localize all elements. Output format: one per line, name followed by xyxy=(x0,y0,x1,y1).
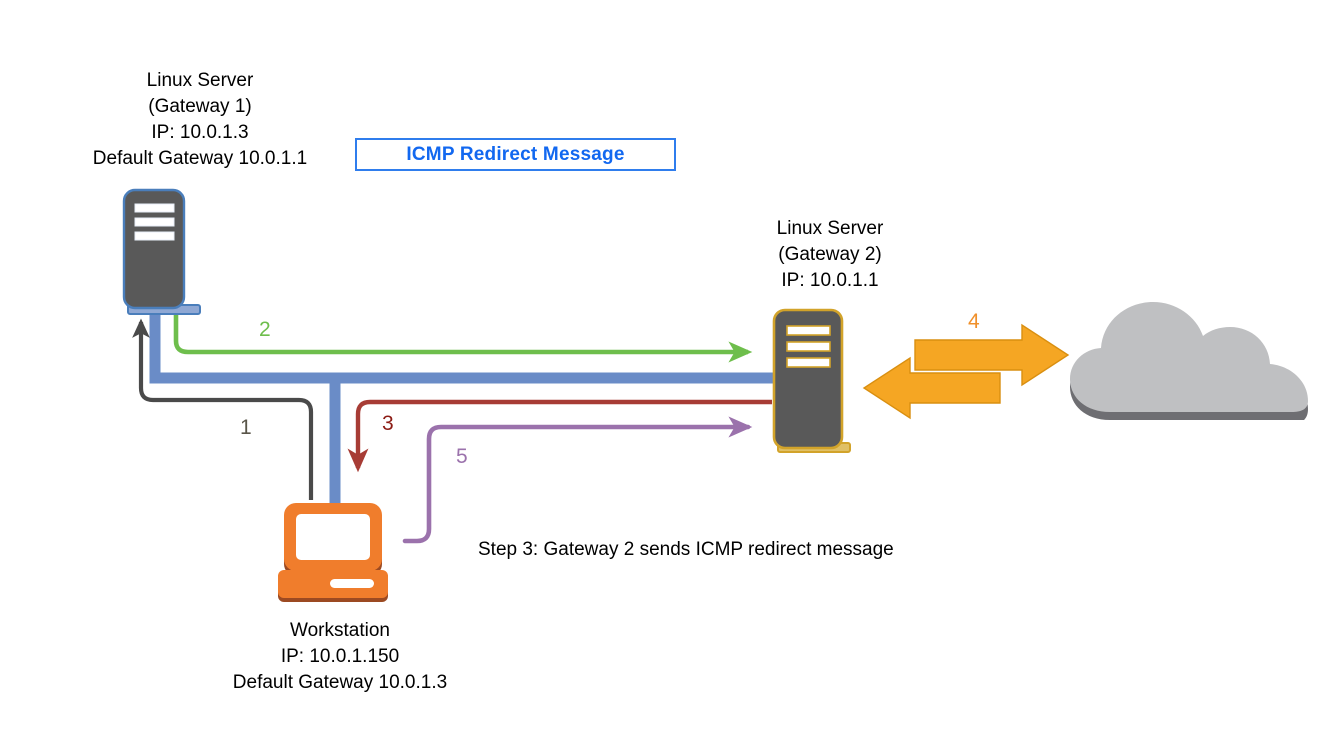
flow-4-arrow-right xyxy=(914,323,1070,387)
workstation-icon[interactable] xyxy=(278,503,388,602)
flow-number-5: 5 xyxy=(456,445,468,468)
flow-3-path xyxy=(347,399,772,473)
icmp-redirect-callout: ICMP Redirect Message xyxy=(355,138,676,171)
flow-number-1: 1 xyxy=(240,416,252,439)
server-icon-gateway2[interactable] xyxy=(772,308,851,453)
node-label-workstation: Workstation IP: 10.0.1.150 Default Gatew… xyxy=(232,620,448,693)
flow-1-path xyxy=(132,318,314,500)
flow-number-3: 3 xyxy=(382,412,394,435)
cloud-icon xyxy=(1070,302,1308,420)
flow-4-arrow-left xyxy=(862,356,1001,420)
network-backbone xyxy=(149,300,790,520)
node-label-gateway1: Linux Server (Gateway 1) IP: 10.0.1.3 De… xyxy=(92,70,308,169)
flow-5-path xyxy=(402,416,753,544)
flow-number-4: 4 xyxy=(968,310,980,333)
node-label-gateway2: Linux Server (Gateway 2) IP: 10.0.1.1 xyxy=(776,218,884,291)
flow-number-2: 2 xyxy=(259,318,271,341)
caption-step3: Step 3: Gateway 2 sends ICMP redirect me… xyxy=(478,539,894,560)
server-icon-gateway1[interactable] xyxy=(122,188,201,315)
icmp-redirect-callout-label: ICMP Redirect Message xyxy=(406,143,625,165)
flow-2-path xyxy=(173,308,753,363)
